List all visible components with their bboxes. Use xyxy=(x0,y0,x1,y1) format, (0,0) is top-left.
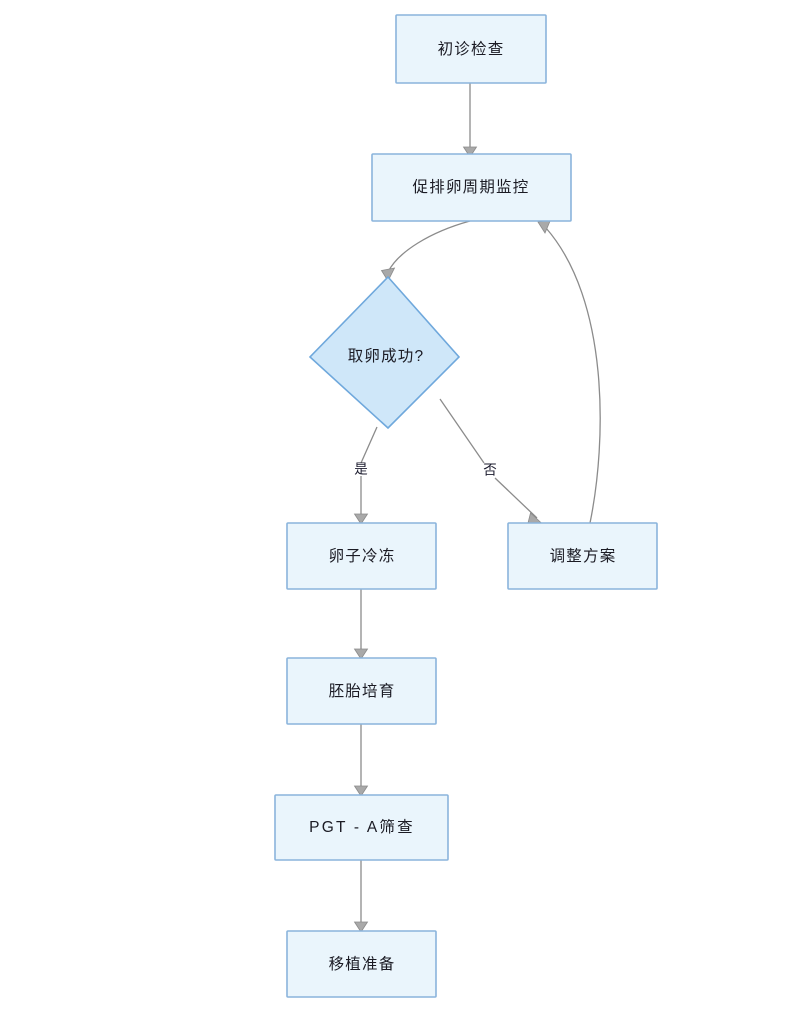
edge-label-yes: 是 xyxy=(354,462,368,477)
node-adjust-protocol[interactable]: 调整方案 xyxy=(507,522,658,590)
node-label-transfer-preparation: 移植准备 xyxy=(329,955,396,973)
edge-initial-to-monitoring xyxy=(462,83,478,158)
node-transfer-preparation[interactable]: 移植准备 xyxy=(286,930,437,998)
node-egg-freezing[interactable]: 卵子冷冻 xyxy=(286,522,437,590)
node-ovulation-cycle-monitoring[interactable]: 促排卵周期监控 xyxy=(371,153,572,222)
edge-decision-no-to-adjust: 否 xyxy=(439,398,544,524)
edge-eggfreeze-to-embryo xyxy=(353,589,369,660)
node-initial-examination[interactable]: 初诊检查 xyxy=(395,14,547,84)
edge-decision-yes-to-eggfreeze: 是 xyxy=(353,426,378,525)
edge-monitoring-to-decision xyxy=(380,220,471,282)
edge-adjust-back-to-monitoring xyxy=(537,219,601,524)
node-label-decision-egg-retrieval: 取卵成功? xyxy=(348,347,425,365)
node-label-adjust-protocol: 调整方案 xyxy=(550,547,617,565)
node-label-egg-freezing: 卵子冷冻 xyxy=(329,547,396,565)
node-layer: 初诊检查 促排卵周期监控 取卵成功? 卵子冷冻 调整方案 xyxy=(274,14,658,998)
edge-label-no: 否 xyxy=(483,463,497,478)
node-label-embryo-cultivation: 胚胎培育 xyxy=(329,682,396,700)
node-embryo-cultivation[interactable]: 胚胎培育 xyxy=(286,657,437,725)
edge-embryo-to-pgta xyxy=(353,724,369,797)
edge-pgta-to-transfer xyxy=(353,860,369,933)
node-pgt-a-screening[interactable]: PGT - A筛查 xyxy=(274,794,449,861)
node-label-pgt-a-screening: PGT - A筛查 xyxy=(309,818,415,836)
node-label-initial-examination: 初诊检查 xyxy=(438,40,505,58)
node-decision-egg-retrieval[interactable]: 取卵成功? xyxy=(308,275,461,430)
node-label-ovulation-cycle-monitoring: 促排卵周期监控 xyxy=(413,178,530,196)
edge-layer: 是 否 xyxy=(353,83,601,933)
